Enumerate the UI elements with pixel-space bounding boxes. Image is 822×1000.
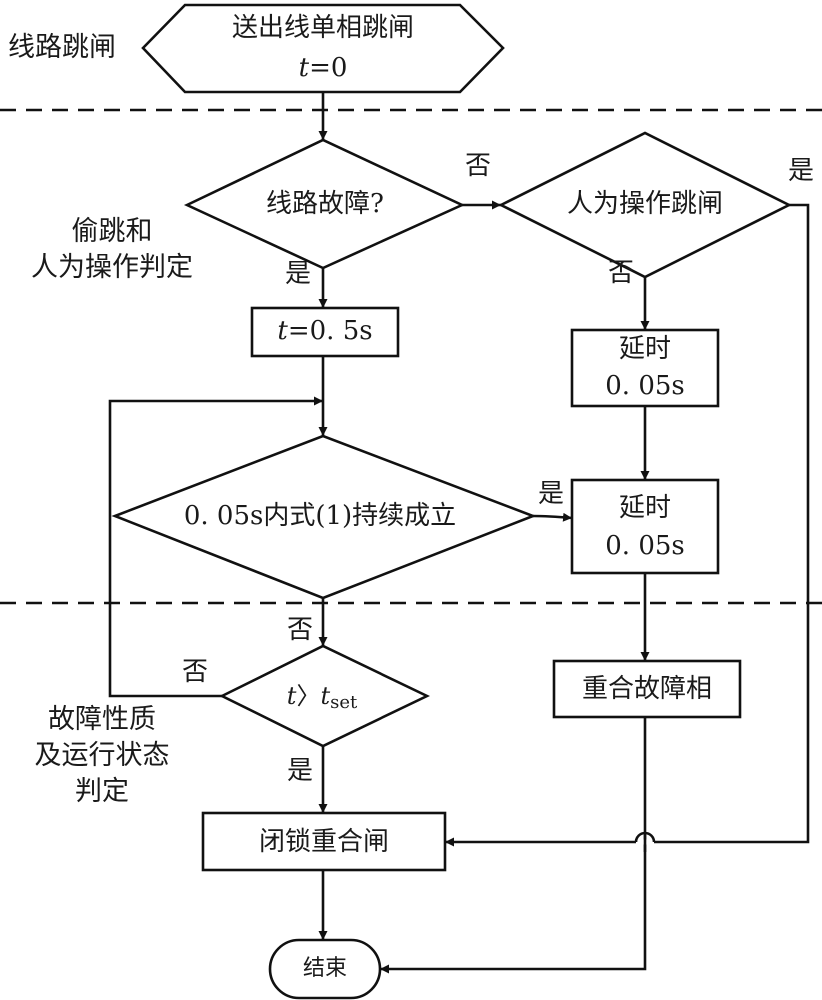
- start-text: 送出线单相跳闸: [231, 13, 415, 43]
- var-t: t: [320, 682, 331, 710]
- line-fault-text: 线路故障?: [266, 189, 384, 219]
- decision-timeout: [219, 644, 431, 748]
- section-label-line: 判定: [75, 776, 129, 807]
- edge-label-manual-no: 否: [608, 258, 635, 288]
- process-reclose-fault-phase: [552, 659, 742, 719]
- start-hexagon: [141, 3, 505, 94]
- section-label-fault-nature: 故障性质 及运行状态 判定: [35, 702, 170, 810]
- manual-trip-text: 人为操作跳闸: [566, 189, 724, 219]
- reclose-text: 重合故障相: [581, 674, 713, 704]
- edge-label-line-fault-yes: 是: [285, 259, 312, 289]
- edge-label-line-fault-no: 否: [465, 151, 492, 181]
- process-set-t: [250, 306, 400, 358]
- section-label-line: 故障性质: [48, 704, 156, 735]
- edge-label-condition-yes: 是: [538, 479, 565, 509]
- var-t: t: [277, 316, 288, 346]
- end-text: 结束: [302, 956, 348, 981]
- set-t-expr: =0. 5s: [287, 316, 373, 346]
- start-expr: =0: [309, 53, 348, 83]
- edge-label-manual-yes: 是: [788, 156, 815, 186]
- subscript-set: set: [330, 692, 358, 713]
- timeout-text: t〉tset: [287, 680, 357, 719]
- timeout-op: 〉: [296, 682, 321, 710]
- edge-condition-yes: [532, 512, 573, 522]
- var-t: t: [286, 682, 297, 710]
- var-t: t: [298, 53, 310, 83]
- edge-manual-yes: [630, 203, 810, 844]
- edge-label-timeout-no: 否: [182, 657, 209, 687]
- condition-text: 0. 05s内式(1)持续成立: [183, 501, 457, 531]
- edge-label-condition-no: 否: [287, 615, 314, 645]
- block-text: 闭锁重合闸: [258, 827, 390, 857]
- set-t-text: t=0. 5s: [277, 315, 372, 347]
- delay2-line2: 0. 05s: [605, 531, 685, 561]
- section-label-line: 人为操作判定: [31, 252, 193, 283]
- start-formula: t=0: [299, 52, 348, 84]
- delay1-line1: 延时: [618, 334, 672, 364]
- section-label-line: 及运行状态: [34, 740, 170, 771]
- section-label-line: 偷跳和: [71, 216, 153, 247]
- section-label-line-trip: 线路跳闸: [8, 32, 116, 63]
- section-label-steal-trip: 偷跳和 人为操作判定: [31, 214, 193, 286]
- delay2-line1: 延时: [618, 493, 672, 523]
- delay1-line2: 0. 05s: [605, 371, 685, 401]
- edge-reclose-to-end: [380, 717, 647, 974]
- edge-label-timeout-yes: 是: [287, 756, 314, 786]
- edge-timeout-no: [108, 396, 323, 698]
